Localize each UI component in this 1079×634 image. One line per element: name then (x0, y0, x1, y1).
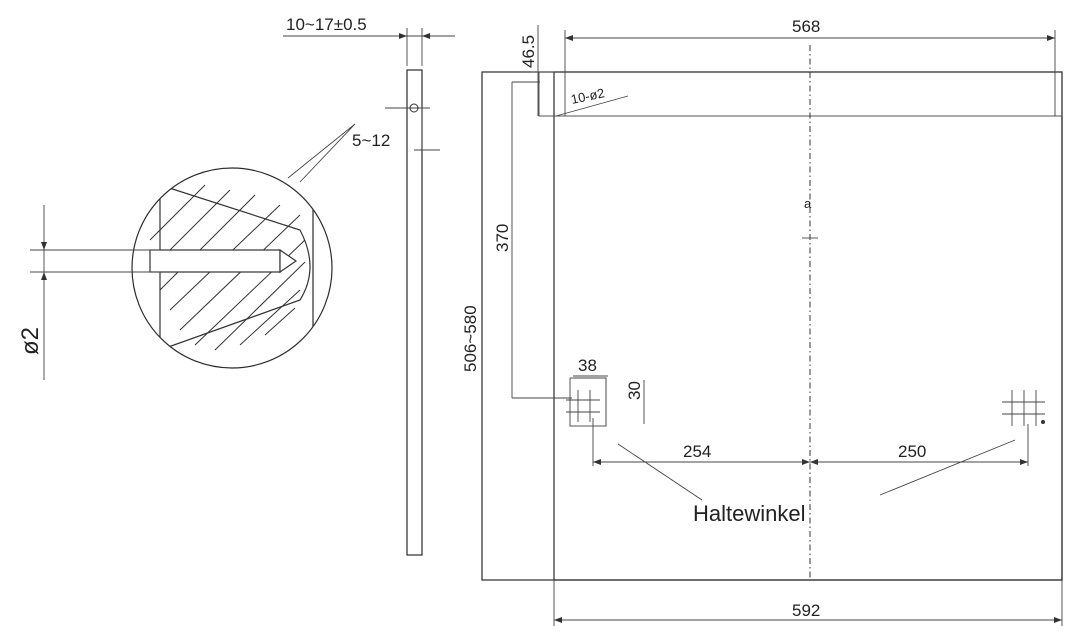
width-top-label: 568 (792, 17, 820, 36)
width-bottom-label: 592 (792, 601, 820, 620)
height-range-label: 506~580 (461, 305, 480, 372)
material-section (159, 184, 311, 351)
bracket-leader-left (617, 443, 703, 501)
front-view: a 568 46.5 10-ø2 506~580 370 (461, 17, 1063, 626)
top-offset-label: 46.5 (519, 35, 538, 68)
drill-hole (149, 249, 281, 273)
bracket-width-label: 38 (578, 356, 597, 375)
right-spacing-label: 250 (898, 442, 926, 461)
thickness-label: 10~17±0.5 (286, 15, 367, 34)
hole-depth-label: 5~12 (352, 131, 390, 150)
arrow-568-right (1047, 35, 1055, 41)
right-bracket (1002, 390, 1045, 426)
callout-pointer (287, 123, 356, 183)
magnifier-circle (131, 167, 333, 369)
arrow-thickness-left (399, 33, 407, 39)
detail-magnifier: ø2 (17, 167, 333, 380)
drill-tip (279, 248, 298, 274)
left-spacing-label: 254 (683, 442, 711, 461)
vertical-370-label: 370 (493, 224, 512, 252)
arrow-diam-bottom (41, 272, 47, 280)
inner-panel (553, 71, 1063, 581)
top-strip (538, 71, 1063, 117)
arrow-254-left (593, 459, 601, 465)
bracket-label: Haltewinkel (693, 501, 806, 526)
center-mark: a (804, 196, 812, 211)
bracket-height-label: 30 (625, 381, 644, 400)
arrow-592-right (1054, 617, 1062, 623)
arrow-diam-top (41, 242, 47, 250)
hole-marker-circle (409, 103, 419, 113)
arrow-254-right (802, 459, 810, 465)
hole-pattern-leader (555, 95, 629, 117)
diameter-label: ø2 (17, 327, 44, 355)
arrow-250-left (810, 459, 818, 465)
arrow-250-right (1020, 459, 1028, 465)
side-panel-outline (406, 69, 423, 556)
arrow-592-left (554, 617, 562, 623)
bracket-leader-right (879, 439, 1016, 496)
hole-pattern-label: 10-ø2 (570, 85, 606, 107)
left-bracket (566, 377, 607, 427)
arrow-568-left (565, 35, 573, 41)
side-view: 10~17±0.5 5~12 (283, 15, 455, 556)
arrow-thickness-right (422, 33, 430, 39)
